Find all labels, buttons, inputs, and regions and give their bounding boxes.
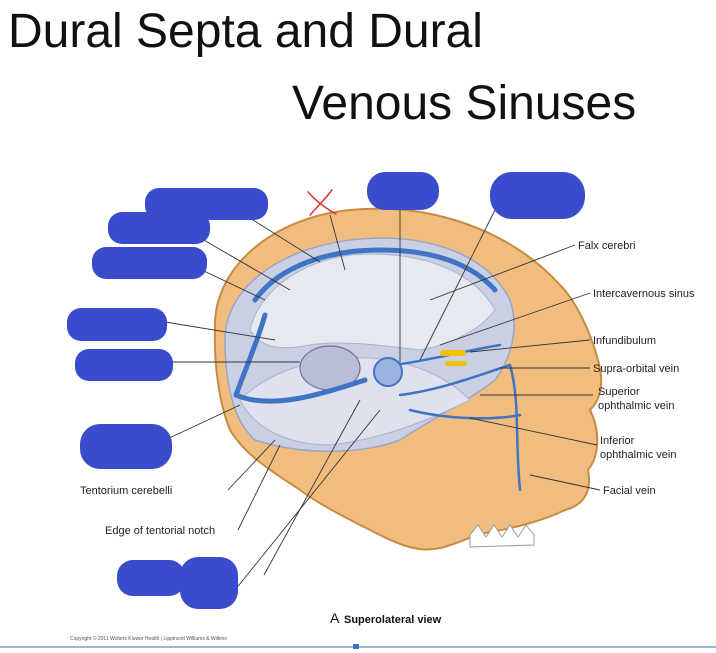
label-intercavernous-sinus: Intercavernous sinus [593, 288, 695, 300]
mask-10 [180, 557, 238, 609]
mask-5 [75, 349, 173, 381]
label-inferior-ophthalmic-vein-1: Inferior [600, 435, 635, 447]
bottom-marker [353, 644, 359, 649]
infundibulum-mark [440, 350, 466, 356]
mask-3 [92, 247, 207, 279]
cavernous-sinus [373, 357, 403, 387]
teeth [469, 524, 535, 548]
leader-lines [160, 200, 601, 591]
label-infundibulum: Infundibulum [593, 335, 656, 347]
label-superior-ophthalmic-vein-2: ophthalmic vein [598, 400, 674, 412]
dural-venous-sinuses [233, 247, 498, 404]
label-edge-tentorial-notch: Edge of tentorial notch [105, 525, 215, 537]
mask-6 [80, 424, 172, 469]
title-line-2: Venous Sinuses [292, 77, 637, 130]
label-falx-cerebri: Falx cerebri [578, 240, 635, 252]
label-supra-orbital-vein: Supra-orbital vein [593, 363, 679, 375]
label-masks [67, 172, 585, 609]
label-facial-vein: Facial vein [603, 485, 656, 497]
red-x-mark [307, 189, 337, 216]
title-line-1: Dural Septa and Dural [8, 5, 483, 58]
mask-8 [490, 172, 585, 219]
infundibulum-mark-2 [445, 361, 467, 366]
copyright: Copyright © 2011 Wolters Kluwer Health |… [70, 635, 227, 642]
view-name: Superolateral view [344, 614, 442, 626]
falx-cerebri [249, 253, 496, 351]
mask-7 [367, 172, 439, 210]
mask-4 [67, 308, 167, 341]
mask-9 [117, 560, 185, 596]
view-letter: A [330, 610, 340, 626]
mask-2 [108, 212, 210, 244]
label-tentorium-cerebelli: Tentorium cerebelli [80, 485, 172, 497]
label-superior-ophthalmic-vein-1: Superior [598, 386, 640, 398]
label-inferior-ophthalmic-vein-2: ophthalmic vein [600, 449, 676, 461]
